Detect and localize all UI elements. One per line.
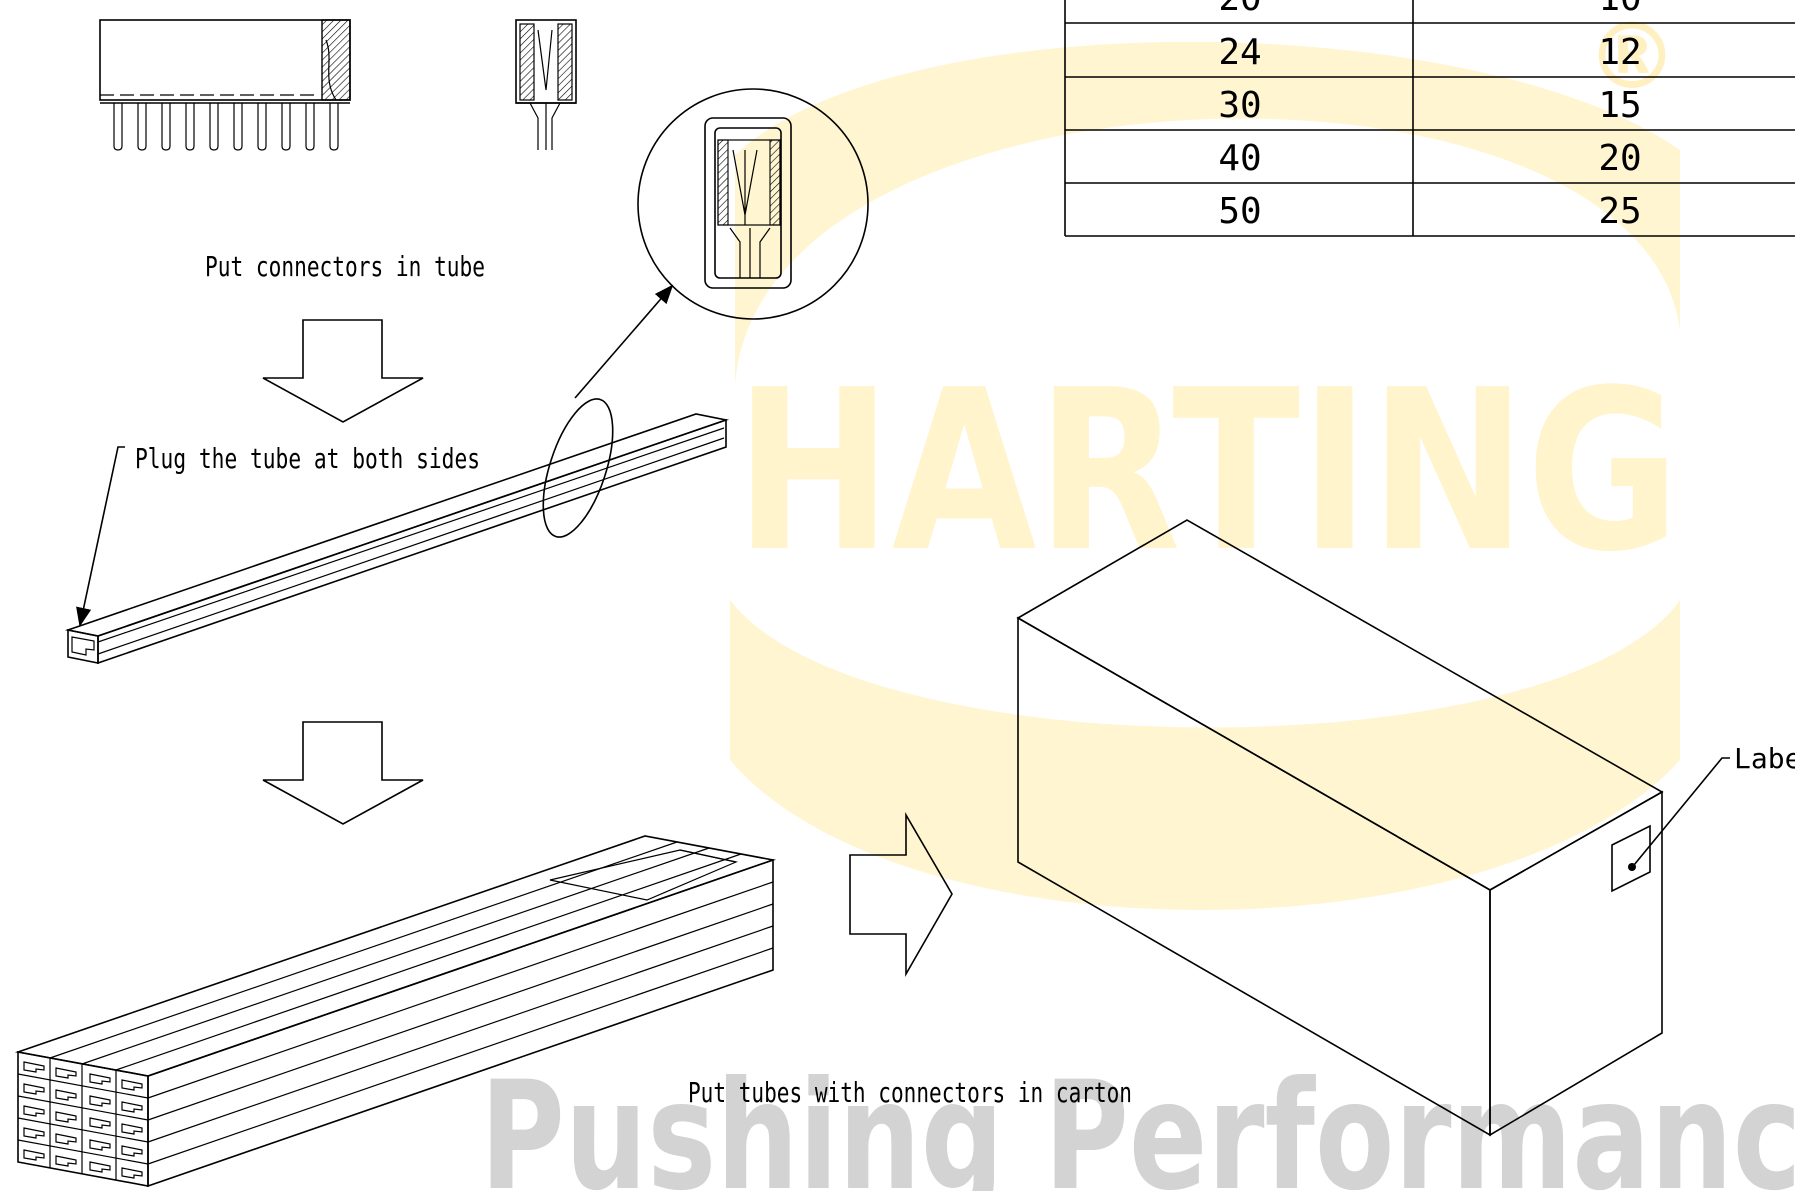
table-cell: 20 <box>1218 0 1261 19</box>
table-cell: 25 <box>1598 191 1641 232</box>
leader-arrow-icon <box>1633 757 1730 866</box>
right-arrow-icon <box>849 812 953 977</box>
table-cell: 12 <box>1598 32 1641 73</box>
caption-label: Label <box>1734 742 1795 775</box>
leader-arrow-icon <box>76 446 125 627</box>
connector-pins <box>113 103 339 151</box>
quantity-table: 20 10 24 12 30 15 40 20 50 25 <box>1064 0 1795 237</box>
watermark-brand: HARTING <box>735 343 1680 601</box>
caption-put-connectors-in-tube: Put connectors in tube <box>205 250 485 283</box>
table-cell: 24 <box>1218 32 1261 73</box>
connector-section-view <box>515 19 577 150</box>
carton <box>1016 519 1664 1137</box>
leader-arrow-icon <box>574 284 674 399</box>
down-arrow-icon <box>262 721 424 825</box>
table-cell: 10 <box>1598 0 1641 19</box>
caption-plug-the-tube: Plug the tube at both sides <box>135 442 480 475</box>
table-cell: 40 <box>1218 138 1261 179</box>
detail-magnifier <box>637 88 869 320</box>
caption-put-tubes-in-carton: Put tubes with connectors in carton <box>688 1076 1132 1109</box>
down-arrow-icon <box>262 319 424 423</box>
table-cell: 20 <box>1598 138 1641 179</box>
watermark: HARTING ® Pushing Performance <box>480 3 1795 1191</box>
watermark-upper-arc <box>735 41 1680 385</box>
table-cell: 15 <box>1598 85 1641 126</box>
single-tube <box>64 398 730 665</box>
watermark-registered-mark: ® <box>1586 3 1678 110</box>
watermark-lower-arc <box>730 600 1680 910</box>
connector-side-view <box>99 19 351 151</box>
table-cell: 30 <box>1218 85 1261 126</box>
carton-label <box>1611 824 1651 893</box>
watermark-slogan: Pushing Performance <box>480 1050 1795 1191</box>
table-cell: 50 <box>1218 191 1261 232</box>
bundle-tube-ends <box>17 1058 149 1180</box>
tube-bundle <box>14 835 777 1188</box>
